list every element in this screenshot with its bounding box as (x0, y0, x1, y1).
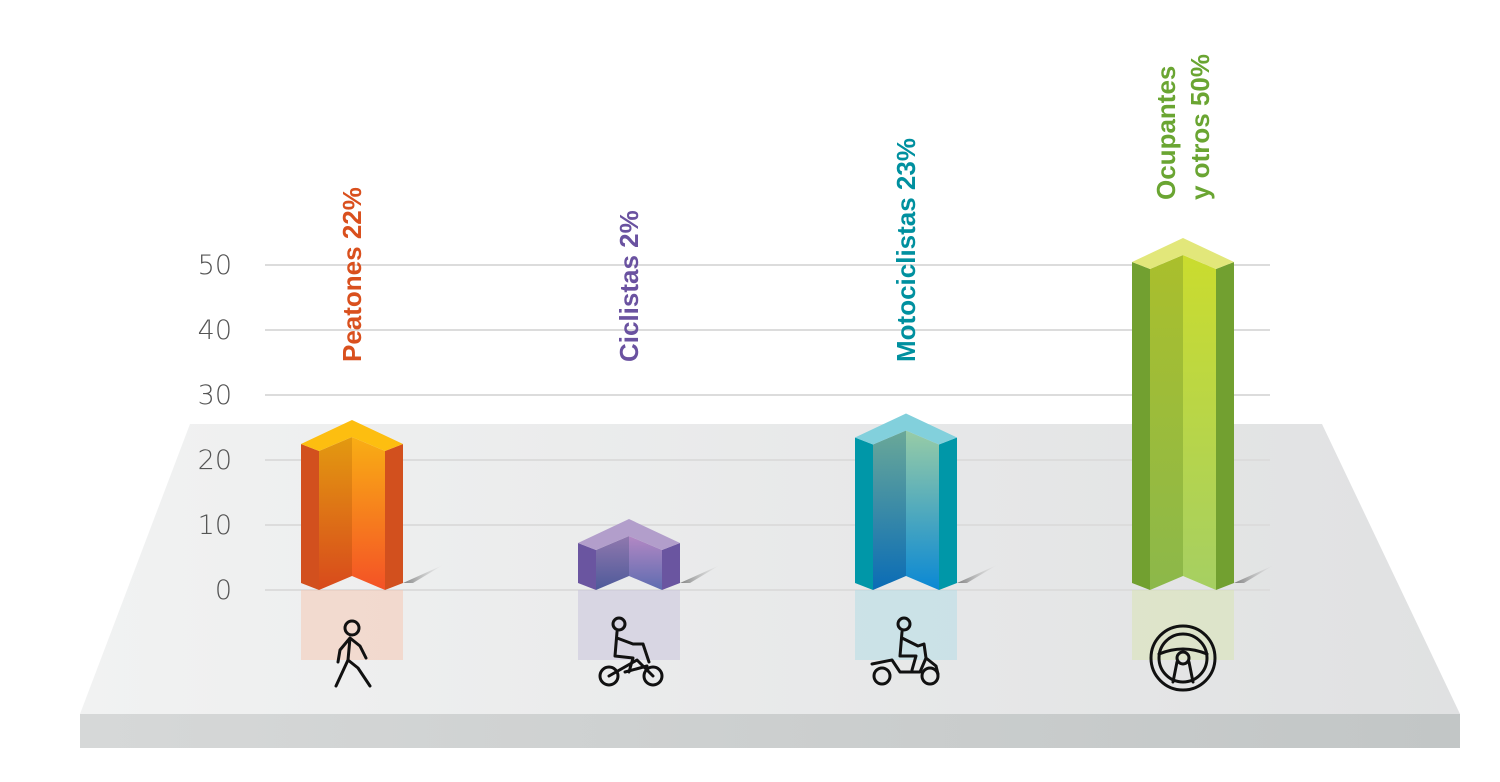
bar-shadow (957, 565, 997, 583)
bar-label: y otros 50% (1185, 54, 1215, 200)
y-tick-label: 0 (215, 575, 232, 606)
bar-face-right-strip (939, 437, 957, 590)
steering-wheel-icon (1149, 624, 1217, 692)
bar-reflection (301, 590, 403, 660)
bar-ocupantes-y-otros (1132, 238, 1274, 660)
platform-top (80, 424, 1460, 714)
motorcycle-rider-icon (870, 616, 940, 686)
y-tick-label: 40 (198, 315, 232, 346)
y-tick-label: 50 (198, 250, 232, 281)
bar-shadow (680, 565, 720, 583)
bar-face-right-strip (662, 543, 680, 590)
bar-top-face (301, 420, 403, 451)
bar-label: Peatones 22% (337, 187, 367, 362)
bar-face-left-strip (578, 543, 596, 590)
bar-top-face (1132, 238, 1234, 269)
bar-ciclistas (578, 519, 720, 660)
bar-label: Ciclistas 2% (614, 210, 644, 362)
bar-peatones (301, 420, 443, 660)
bar-face-left-strip (855, 437, 873, 590)
bar-shadow (403, 565, 443, 583)
bar-reflection (855, 590, 957, 660)
bar-face-right-strip (385, 444, 403, 590)
bar-label: Ocupantes (1151, 66, 1181, 200)
bar-face-right (906, 430, 939, 590)
bar-face-right (1183, 255, 1216, 590)
bar-label: Motociclistas 23% (891, 138, 921, 362)
y-tick-label: 10 (198, 510, 232, 541)
bar-face-right (629, 536, 662, 590)
bar-face-left (319, 437, 352, 590)
bar-face-left (1150, 255, 1183, 590)
bar-top-face (855, 413, 957, 445)
y-tick-label: 30 (198, 380, 232, 411)
bar-face-left-strip (301, 444, 319, 590)
bar-face-right-strip (1216, 262, 1234, 590)
bar-face-right (352, 437, 385, 590)
platform-front (80, 714, 1460, 748)
pedestrian-icon (334, 619, 372, 688)
bar-shadow (1234, 565, 1274, 583)
bar-face-left-strip (1132, 262, 1150, 590)
y-tick-label: 20 (198, 445, 232, 476)
bicycle-rider-icon (598, 616, 664, 687)
bar-motociclistas (855, 413, 997, 660)
bar-top-face (578, 519, 680, 550)
bar-face-left (873, 430, 906, 590)
bar-face-left (596, 536, 629, 590)
bar-reflection (578, 590, 680, 660)
